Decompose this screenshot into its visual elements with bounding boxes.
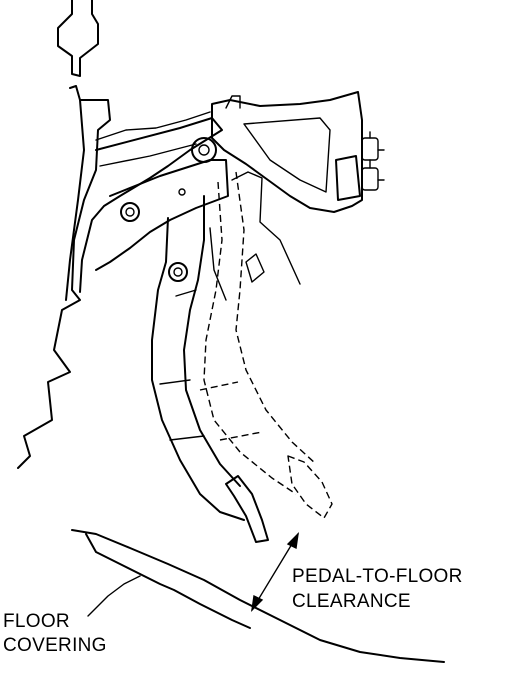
clearance-label-line1: PEDAL-TO-FLOOR — [292, 566, 463, 587]
pivot-points — [120, 137, 217, 282]
floor-covering — [71, 529, 445, 663]
pedal-bracket — [79, 91, 363, 293]
clearance-arrow — [251, 532, 299, 612]
floor-covering-label-line1: FLOOR — [3, 611, 70, 632]
pedal-arm — [151, 195, 269, 543]
floor-covering-leader — [87, 575, 141, 617]
firewall-panel — [17, 0, 211, 469]
floor-covering-label-line2: COVERING — [3, 635, 107, 656]
pedal-depressed-outline — [199, 171, 333, 519]
mounting-bolts — [361, 131, 385, 191]
clearance-label-line2: CLEARANCE — [292, 591, 411, 612]
